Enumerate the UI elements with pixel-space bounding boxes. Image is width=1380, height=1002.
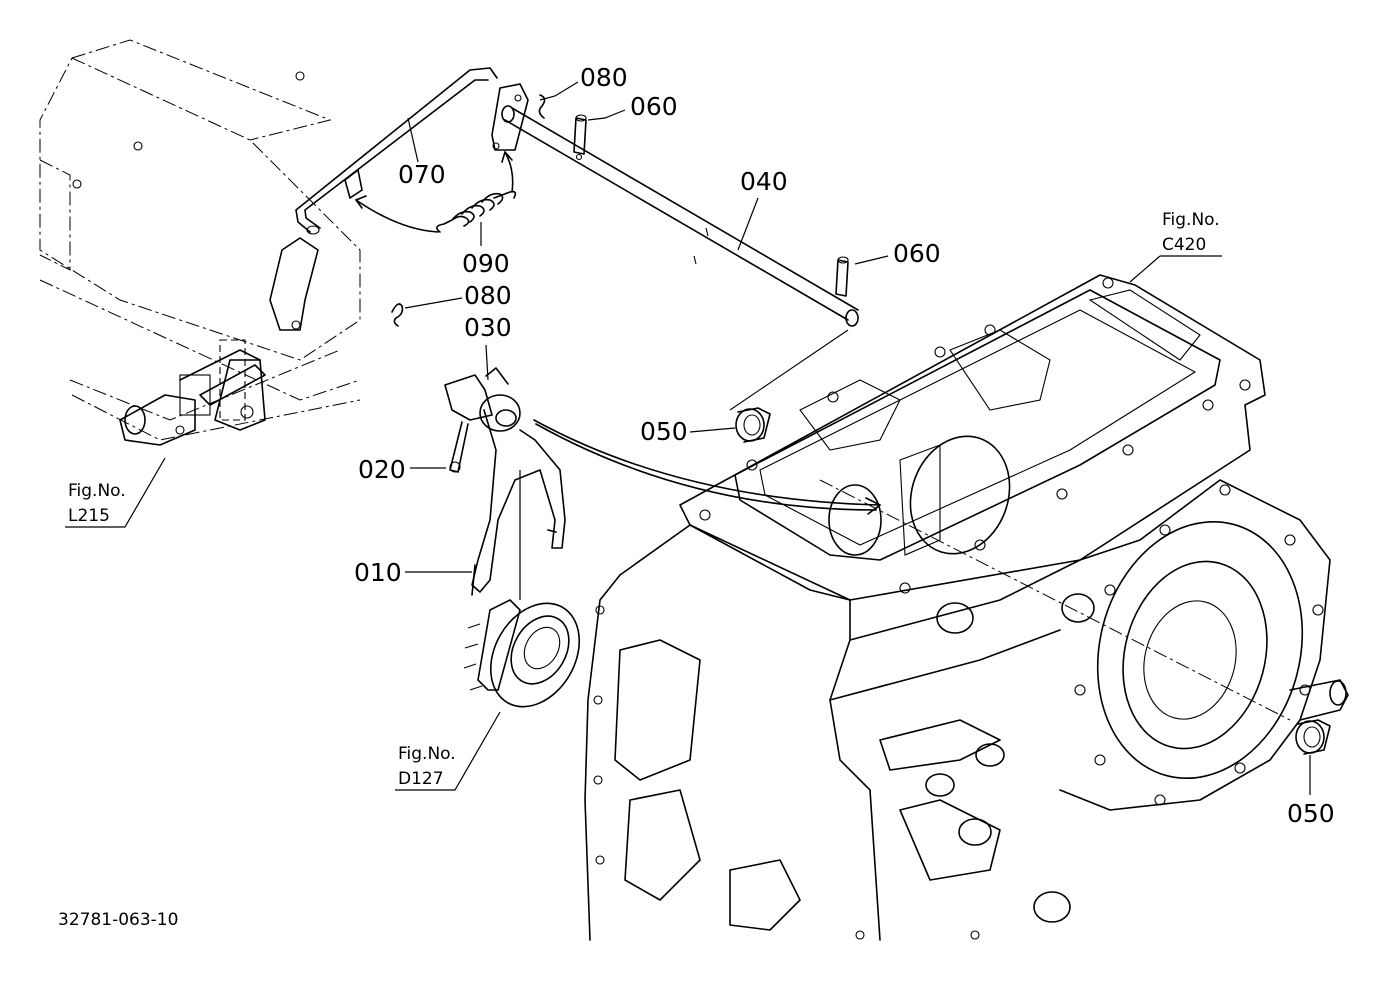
fig-ref-l215-line1: Fig.No. [68, 481, 126, 501]
chassis-frame [39, 39, 361, 441]
bolt-holes [593, 277, 1324, 940]
fig-ref-c420-line1: Fig.No. [1162, 210, 1220, 230]
assembly-arrow [533, 419, 881, 515]
rod-070 [295, 67, 498, 235]
label-020: 020 [358, 455, 406, 484]
bracket-plate [491, 83, 546, 151]
label-050-right: 050 [1287, 799, 1335, 828]
fig-ref-d127-line2: D127 [398, 769, 444, 789]
label-080-top: 080 [580, 63, 628, 92]
drawing-number: 32781-063-10 [58, 910, 178, 930]
fig-ref-d127-line1: Fig.No. [398, 744, 456, 764]
label-060-right: 060 [893, 239, 941, 268]
transmission-case-c420 [584, 274, 1349, 941]
fig-ref-c420-line2: C420 [1162, 235, 1206, 255]
seal-050-a [729, 329, 849, 443]
fig-ref-l215: Fig.No. L215 [68, 481, 126, 526]
fig-ref-l215-line2: L215 [68, 506, 110, 526]
label-050-left: 050 [640, 417, 688, 446]
spring-090 [355, 151, 517, 233]
bearing-d127 [463, 599, 581, 708]
label-010: 010 [354, 558, 402, 587]
fig-ref-d127: Fig.No. D127 [398, 744, 456, 789]
shift-fork-010 [444, 367, 566, 596]
pin-060-b [835, 256, 849, 297]
part-labels: 080 060 070 040 090 060 080 030 050 020 … [354, 63, 1335, 828]
split-pin-080 [391, 303, 404, 327]
label-060-top: 060 [630, 92, 678, 121]
label-080-lower: 080 [464, 281, 512, 310]
label-090: 090 [462, 249, 510, 278]
label-070: 070 [398, 160, 446, 189]
pin-060-a [573, 114, 587, 161]
lever-linkage-l215 [119, 237, 319, 446]
label-040: 040 [740, 167, 788, 196]
fig-ref-c420: Fig.No. C420 [1162, 210, 1220, 255]
label-030: 030 [464, 313, 512, 342]
leader-lines [65, 81, 1311, 795]
shaft-040 [501, 105, 859, 327]
seal-050-b [1295, 719, 1331, 755]
